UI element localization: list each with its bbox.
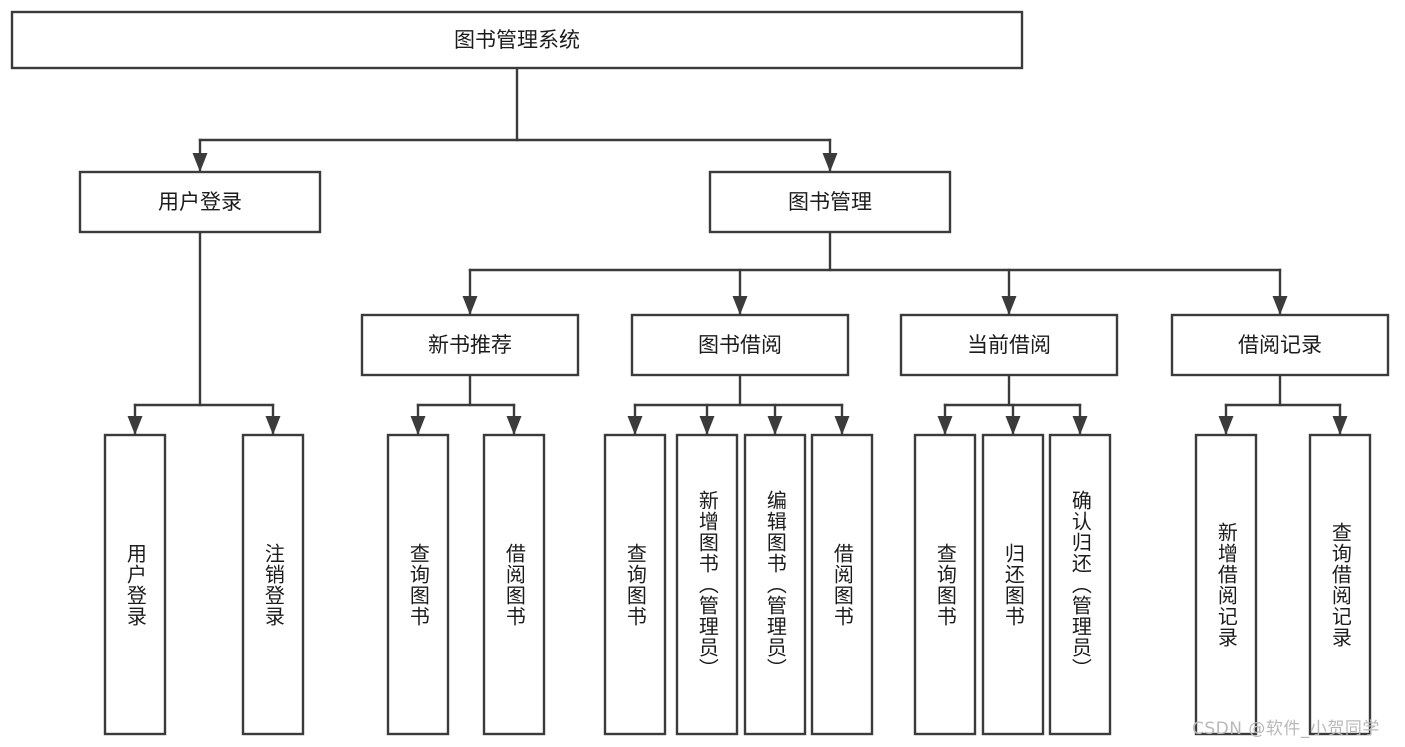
node-box-leaf-user-login — [103, 433, 167, 736]
node-box-leaf-confirm-return — [1048, 433, 1112, 736]
node-label-current-borrow: 当前借阅 — [967, 333, 1051, 357]
node-label-leaf-query-book-3: 查询图书 — [933, 542, 958, 627]
csdn-watermark: CSDN @软件_小贺同学 — [1192, 719, 1380, 739]
node-box-leaf-edit-book — [743, 433, 807, 736]
arrow-to-current-borrow — [1001, 296, 1017, 315]
node-label-leaf-query-book-1: 查询图书 — [406, 542, 431, 627]
node-box-book-manage — [708, 170, 952, 234]
node-label-leaf-user-login: 用户登录 — [123, 542, 148, 627]
arrow-to-leaf-borrow-book-1 — [506, 416, 522, 435]
arrow-to-leaf-query-record — [1332, 416, 1348, 435]
node-label-leaf-borrow-book-1: 借阅图书 — [502, 542, 527, 627]
node-box-user-login — [78, 170, 322, 234]
node-box-leaf-return-book — [981, 433, 1045, 736]
arrow-to-book-borrow — [732, 296, 748, 315]
node-label-leaf-edit-book: 编辑图书（管理员） — [763, 490, 788, 679]
node-box-new-book-rec — [360, 313, 580, 377]
arrow-to-book-manage — [822, 153, 838, 172]
connector-layer — [127, 66, 1348, 437]
arrow-to-leaf-edit-book — [767, 416, 783, 435]
node-label-leaf-query-record: 查询借阅记录 — [1328, 521, 1353, 648]
node-label-borrow-record: 借阅记录 — [1238, 333, 1322, 357]
node-box-leaf-borrow-book-1 — [482, 433, 546, 736]
node-box-root — [10, 10, 1024, 70]
arrow-to-leaf-user-logout — [265, 416, 281, 435]
arrow-to-leaf-confirm-return — [1072, 416, 1088, 435]
node-box-book-borrow — [630, 313, 850, 377]
node-box-leaf-add-record — [1194, 433, 1258, 736]
node-box-leaf-user-logout — [241, 433, 305, 736]
node-box-borrow-record — [1170, 313, 1390, 377]
node-label-book-manage: 图书管理 — [788, 190, 872, 214]
node-label-book-borrow: 图书借阅 — [698, 333, 782, 357]
arrow-to-new-book-rec — [462, 296, 478, 315]
node-box-leaf-query-book-1 — [386, 433, 450, 736]
arrow-to-user-login — [192, 153, 208, 172]
node-label-leaf-user-logout: 注销登录 — [261, 542, 286, 627]
node-box-leaf-query-record — [1308, 433, 1372, 736]
arrow-to-leaf-user-login — [127, 416, 143, 435]
node-box-leaf-add-book — [675, 433, 739, 736]
arrow-to-leaf-return-book — [1005, 416, 1021, 435]
node-label-root: 图书管理系统 — [454, 28, 580, 52]
node-label-leaf-query-book-2: 查询图书 — [623, 542, 648, 627]
arrow-to-leaf-add-book — [699, 416, 715, 435]
arrow-to-borrow-record — [1272, 296, 1288, 315]
node-label-leaf-borrow-book-2: 借阅图书 — [830, 542, 855, 627]
node-box-current-borrow — [899, 313, 1119, 377]
node-label-leaf-return-book: 归还图书 — [1001, 542, 1026, 627]
node-label-leaf-confirm-return: 确认归还（管理员） — [1068, 490, 1093, 679]
node-box-leaf-borrow-book-2 — [810, 433, 874, 736]
arrow-to-leaf-borrow-book-2 — [834, 416, 850, 435]
arrow-to-leaf-query-book-2 — [627, 416, 643, 435]
node-label-new-book-rec: 新书推荐 — [428, 333, 512, 357]
node-label-leaf-add-record: 新增借阅记录 — [1214, 521, 1239, 648]
node-box-leaf-query-book-3 — [913, 433, 977, 736]
node-label-user-login: 用户登录 — [158, 190, 242, 214]
node-label-leaf-add-book: 新增图书（管理员） — [695, 490, 720, 679]
arrow-to-leaf-query-book-3 — [937, 416, 953, 435]
arrow-to-leaf-query-book-1 — [410, 416, 426, 435]
node-box-leaf-query-book-2 — [603, 433, 667, 736]
arrow-to-leaf-add-record — [1218, 416, 1234, 435]
